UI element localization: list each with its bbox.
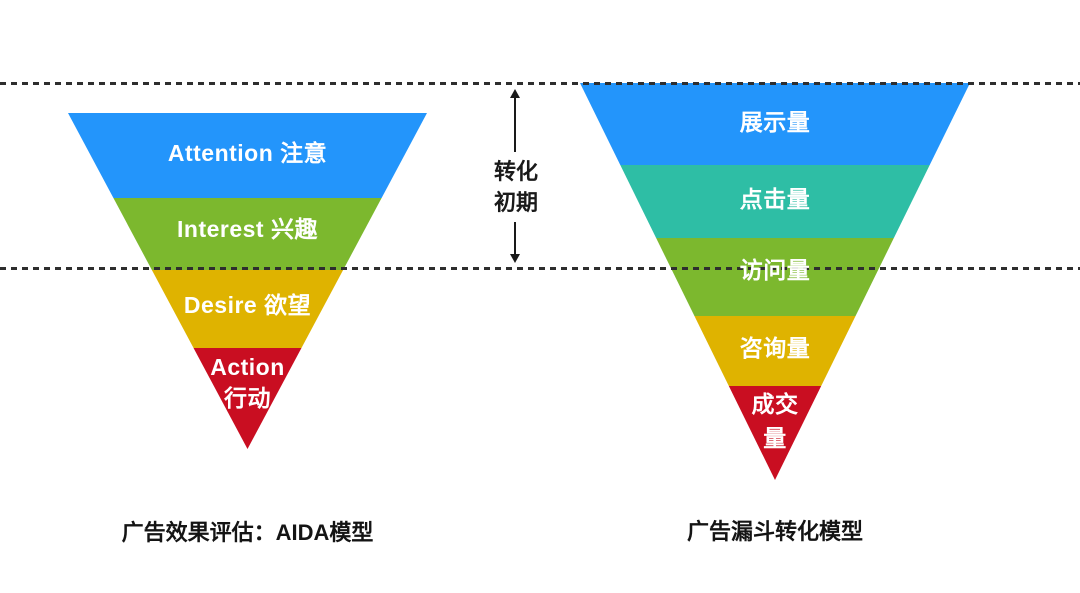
ad-label-transactions: 成交 量 bbox=[580, 387, 970, 455]
ad-label-clicks: 点击量 bbox=[739, 186, 811, 212]
conversion-stage-line1: 转化 bbox=[493, 159, 538, 184]
aida-band-attention bbox=[68, 113, 427, 198]
ad-label-visits: 访问量 bbox=[739, 257, 811, 283]
ad-band-impressions bbox=[580, 83, 970, 165]
conversion-stage-label: 转化 初期 bbox=[470, 156, 562, 218]
aida-label-desire: Desire 欲望 bbox=[183, 292, 312, 318]
ad-label-transactions-line2: 量 bbox=[763, 425, 787, 451]
aida-label-action-line1: Action bbox=[210, 354, 285, 380]
ad-label-transactions-line1: 成交 bbox=[751, 391, 799, 417]
aida-label-action-line2: 行动 bbox=[224, 385, 271, 411]
arrow-bottom-segment bbox=[514, 222, 516, 254]
aida-funnel-caption: 广告效果评估：AIDA模型 bbox=[121, 520, 374, 545]
arrow-up-head bbox=[510, 89, 520, 98]
aida-label-interest: Interest 兴趣 bbox=[177, 216, 318, 242]
aida-label-attention: Attention 注意 bbox=[167, 140, 328, 166]
arrow-top-segment bbox=[514, 97, 516, 152]
top-dashed-guide-line bbox=[0, 82, 1080, 85]
ad-label-impressions: 展示量 bbox=[739, 109, 811, 135]
aida-label-action: Action 行动 bbox=[68, 352, 427, 414]
conversion-stage-line2: 初期 bbox=[493, 190, 538, 215]
ad-label-inquiries: 咨询量 bbox=[739, 335, 811, 361]
ad-funnel-caption: 广告漏斗转化模型 bbox=[686, 519, 863, 544]
middle-dashed-guide-line bbox=[0, 267, 1080, 270]
arrow-down-head bbox=[510, 254, 520, 263]
